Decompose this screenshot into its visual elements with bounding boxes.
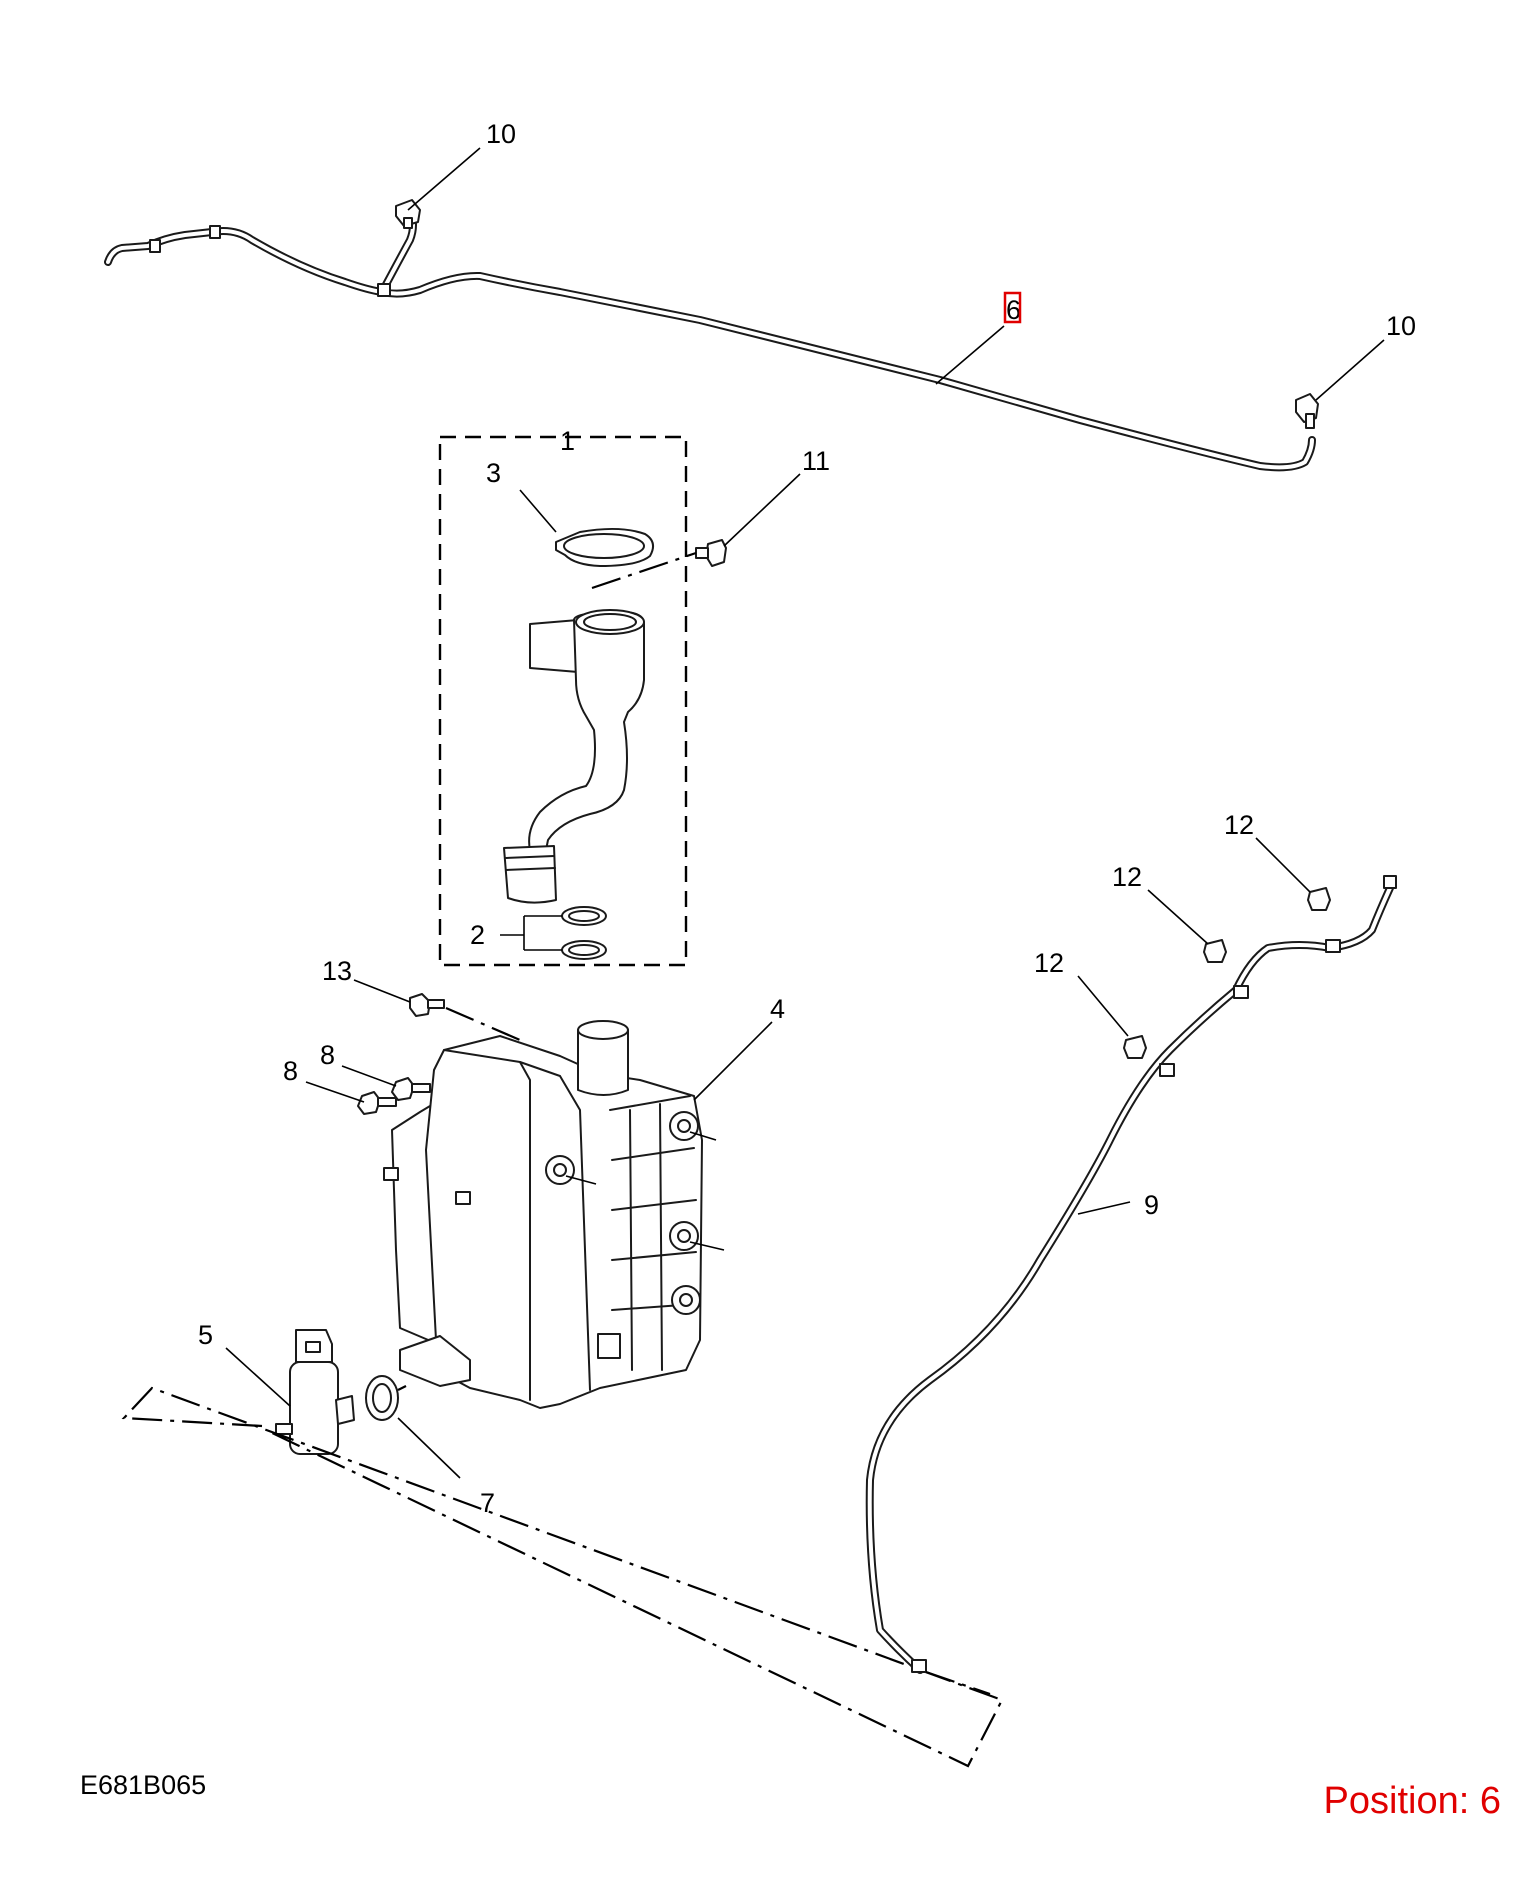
leader-6 [935, 325, 1005, 385]
filler-neck[interactable] [503, 609, 645, 904]
leader-5 [225, 1347, 291, 1407]
callout-3[interactable]: 3 [486, 458, 501, 488]
grommet-stub-1 [689, 1131, 717, 1141]
pump-hose-connection-path [121, 1386, 1004, 1768]
leader-12b [1147, 889, 1209, 945]
callout-2[interactable]: 2 [470, 920, 485, 950]
pump-grommet[interactable] [365, 1375, 399, 1421]
callout-4[interactable]: 4 [770, 994, 785, 1024]
callout-12-lower[interactable]: 12 [1034, 948, 1064, 978]
leader-8a [305, 1081, 365, 1103]
reservoir-grommet-lower-right [669, 1221, 699, 1251]
hose-9-end-path [925, 1670, 991, 1696]
washer-jet-right[interactable] [1295, 393, 1319, 429]
hose-clip-upper[interactable] [1307, 887, 1331, 911]
leader-12c [1255, 837, 1311, 893]
washer-reservoir[interactable] [383, 1020, 703, 1409]
grommet-stub-3 [565, 1175, 597, 1185]
leader-10a [407, 147, 481, 211]
leader-4 [693, 1021, 773, 1101]
bolt-13[interactable] [409, 993, 445, 1017]
bolt-8-b[interactable] [391, 1077, 431, 1101]
washer-jet-left[interactable] [395, 199, 421, 229]
callout-8-right[interactable]: 8 [320, 1040, 335, 1070]
o-ring-lower[interactable] [561, 940, 607, 960]
leader-3 [519, 489, 557, 533]
callout-8-left[interactable]: 8 [283, 1056, 298, 1086]
reservoir-grommet-bottom [671, 1285, 701, 1315]
hose-clip-lower[interactable] [1123, 1035, 1147, 1059]
lower-washer-hose[interactable] [865, 875, 1397, 1674]
highlight-box-6 [1003, 291, 1022, 324]
callout-7[interactable]: 7 [480, 1488, 495, 1518]
callout-13[interactable]: 13 [322, 956, 352, 986]
callout-12-upper[interactable]: 12 [1224, 810, 1254, 840]
callout-6-highlighted[interactable]: 6 [1006, 295, 1021, 325]
screw-leader-path [591, 551, 697, 590]
filler-cap[interactable] [555, 527, 655, 567]
callout-1[interactable]: 1 [560, 426, 575, 456]
reservoir-grommet-mid [545, 1155, 575, 1185]
callout-10-right[interactable]: 10 [1386, 311, 1416, 341]
callout-5[interactable]: 5 [198, 1320, 213, 1350]
callout-10-left[interactable]: 10 [486, 119, 516, 149]
leader-8b [341, 1065, 397, 1087]
leader-11 [723, 473, 801, 547]
washer-pump[interactable] [275, 1329, 355, 1455]
position-label: Position: 6 [1323, 1780, 1501, 1822]
leader-7 [397, 1417, 461, 1479]
bolt-13-path [445, 1006, 521, 1042]
leader-13 [353, 979, 411, 1003]
bolt-8-a[interactable] [357, 1091, 397, 1115]
leader-12a [1077, 975, 1129, 1037]
upper-washer-hose[interactable] [104, 206, 1316, 472]
hose-clip-middle[interactable] [1203, 939, 1227, 963]
grommet-stub-2 [689, 1241, 725, 1251]
o-ring-upper[interactable] [561, 906, 607, 926]
callout-9[interactable]: 9 [1144, 1190, 1159, 1220]
callout-11[interactable]: 11 [802, 446, 830, 476]
grommet-7-path [397, 1385, 407, 1391]
reservoir-grommet-upper-right [669, 1111, 699, 1141]
screw-11[interactable] [695, 539, 727, 567]
diagram-code: E681B065 [80, 1770, 207, 1800]
leader-10b [1315, 339, 1385, 401]
leader-9 [1077, 1201, 1131, 1215]
callout-12-middle[interactable]: 12 [1112, 862, 1142, 892]
filler-assembly-box [438, 435, 688, 967]
